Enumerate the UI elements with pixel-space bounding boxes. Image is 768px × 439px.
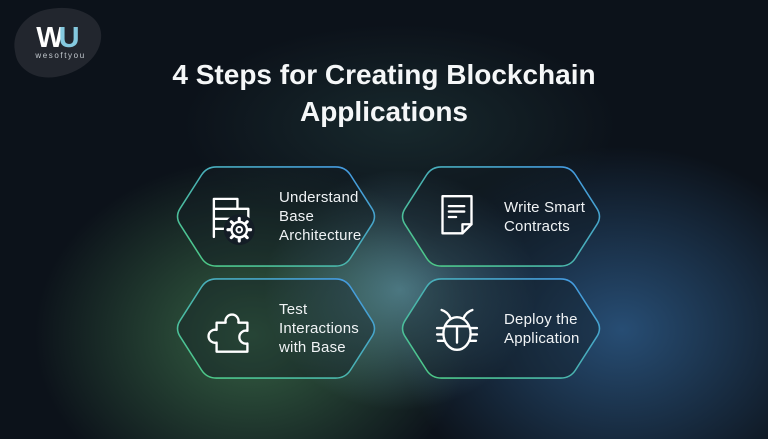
step-card-understand-base-architecture: Understand Base Architecture — [171, 165, 381, 268]
hexagon-shape — [401, 166, 601, 267]
bug-icon — [435, 308, 479, 351]
smart-contract-document-icon — [441, 194, 473, 234]
hexagon-shape — [176, 278, 376, 379]
hexagon-shape — [176, 166, 376, 267]
step-label: Deploy the Application — [504, 310, 580, 347]
step-card-test-interactions-with-base: Test Interactions with Base — [171, 277, 381, 380]
logo-letter-u: U — [58, 21, 79, 54]
logo-wordmark: wesoftyou — [35, 50, 86, 60]
server-gear-icon — [212, 197, 255, 245]
step-label: Test Interactions with Base — [279, 301, 359, 356]
steps-grid: Understand Base Architecture Write Smart… — [171, 165, 606, 380]
wesoftyou-logo: WU wesoftyou — [8, 0, 108, 84]
step-label: Understand Base Architecture — [279, 189, 362, 244]
logo-monogram: WU — [36, 21, 79, 54]
step-card-deploy-the-application: Deploy the Application — [396, 277, 606, 380]
hexagon-shape — [401, 278, 601, 379]
page-title: 4 Steps for Creating Blockchain Applicat… — [172, 59, 596, 127]
puzzle-piece-icon — [207, 312, 249, 353]
step-label: Write Smart Contracts — [504, 198, 586, 235]
step-card-write-smart-contracts: Write Smart Contracts — [396, 165, 606, 268]
